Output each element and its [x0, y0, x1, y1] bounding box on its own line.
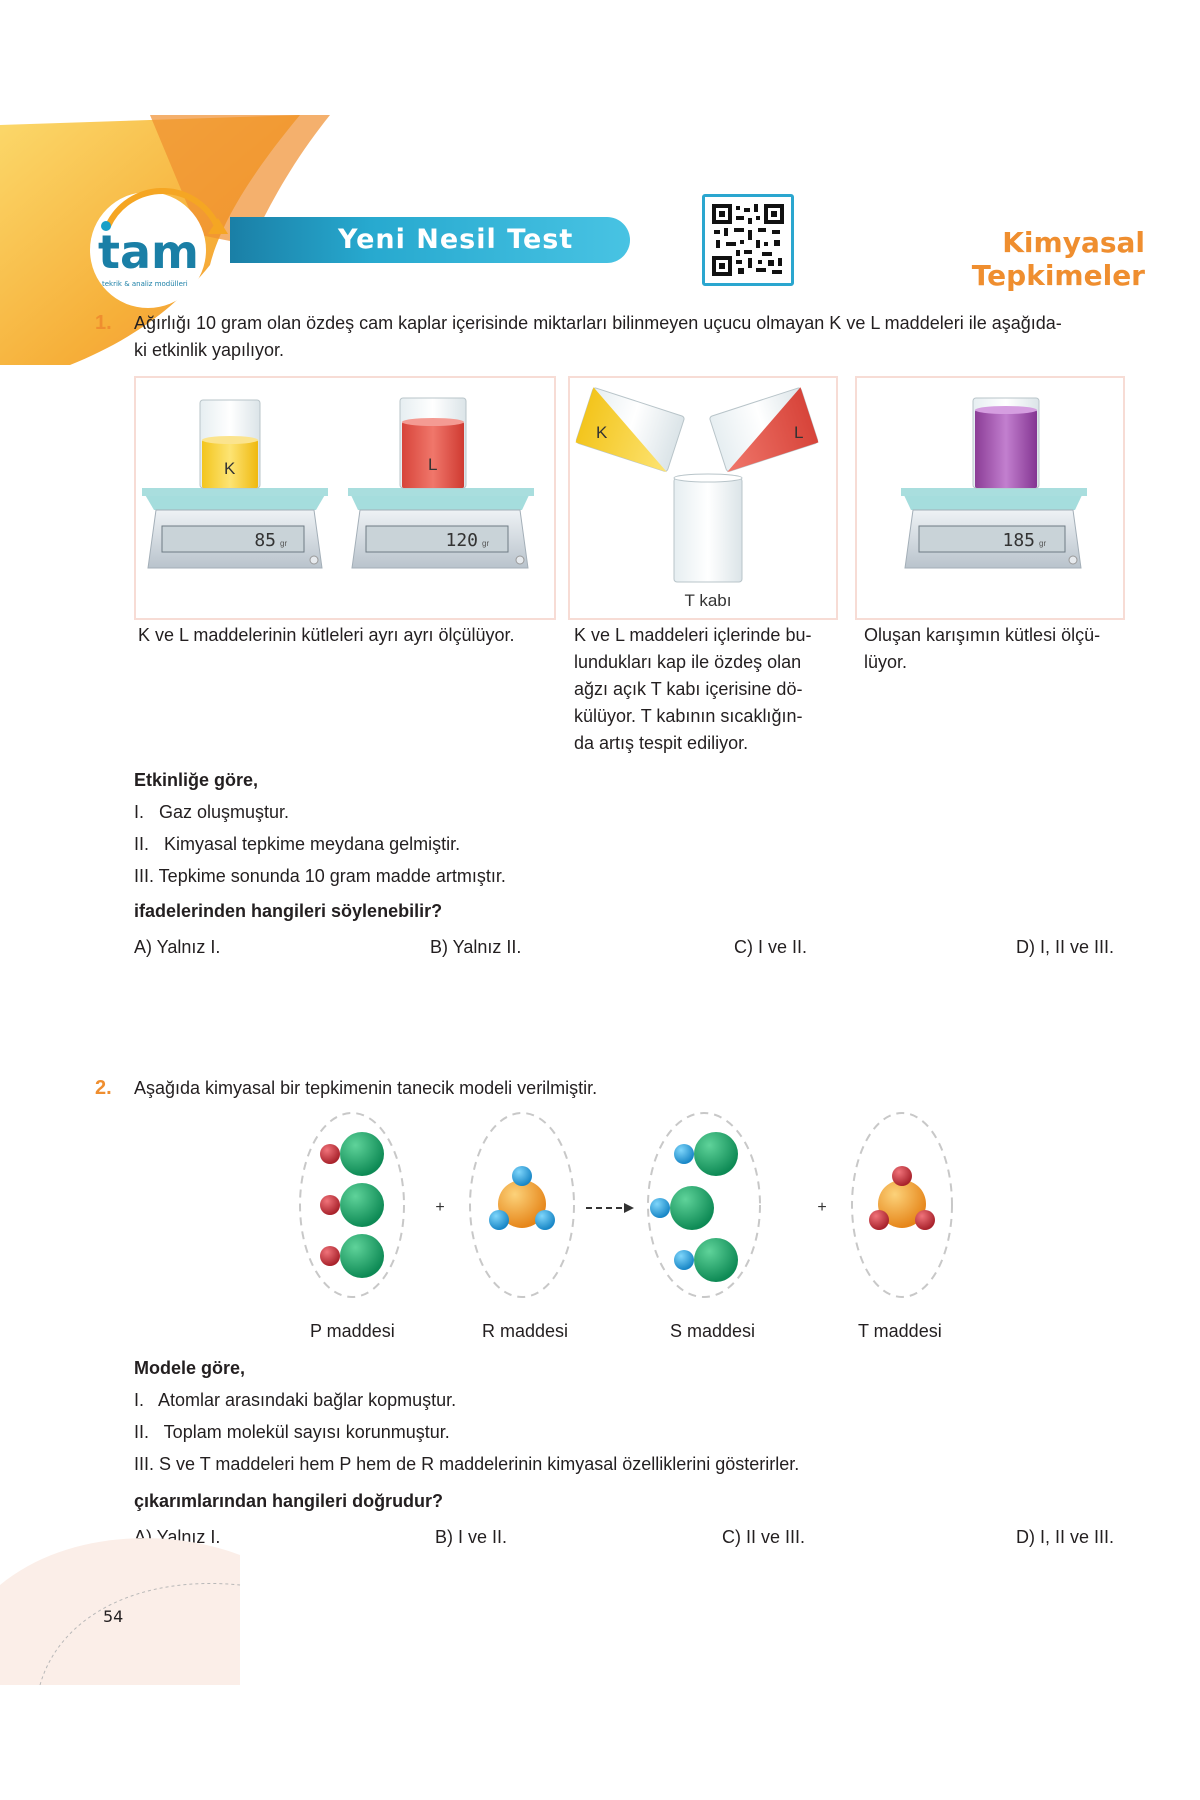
plus-sign-1: + [435, 1199, 444, 1216]
section-banner [230, 217, 630, 263]
activity-panel-3: 185 gr [855, 376, 1125, 620]
question-2-number: 2. [95, 1077, 112, 1099]
caption-line: lüyor. [864, 652, 908, 672]
scale-3-unit: gr [1039, 539, 1046, 548]
q1-option-a[interactable]: A) Yalnız I. [134, 937, 221, 957]
label-t-substance: T maddesi [858, 1321, 942, 1341]
q1-option-b[interactable]: B) Yalnız II. [430, 937, 522, 957]
banner-title: Yeni Nesil Test [338, 224, 574, 255]
panel-3-caption: Oluşan karışımın kütlesi ölçü- lüyor. [864, 622, 1126, 676]
q1-question: ifadelerinden hangileri söylenebilir? [134, 901, 443, 921]
particle-model-diagram: + + [299, 1112, 953, 1298]
q1-intro-line1: Ağırlığı 10 gram olan özdeş cam kaplar i… [134, 313, 1062, 333]
q2-option-c[interactable]: C) II ve III. [722, 1527, 806, 1547]
q2-intro: Aşağıda kimyasal bir tepkimenin tanecik … [134, 1078, 598, 1098]
q1-intro-line2: ki etkinlik yapılıyor. [134, 340, 285, 360]
q2-option-d[interactable]: D) I, II ve III. [1016, 1527, 1115, 1547]
label-k: K [224, 459, 236, 478]
q2-question: çıkarımlarından hangileri doğrudur? [134, 1491, 444, 1511]
q2-statement-2: II. Toplam molekül sayısı korunmuştur. [134, 1422, 450, 1442]
label-k-tilted: K [596, 423, 608, 442]
scales-with-k-l-illustration: 85 gr K 120 gr L [142, 397, 534, 569]
q1-option-d[interactable]: D) I, II ve III. [1016, 937, 1115, 957]
q1-option-c[interactable]: C) I ve II. [734, 937, 808, 957]
q1-lead: Etkinliğe göre, [134, 770, 259, 790]
panel-2-caption: K ve L maddeleri içlerinde bu- lunduklar… [574, 622, 836, 757]
q2-option-b[interactable]: B) I ve II. [435, 1527, 508, 1547]
label-l: L [428, 455, 437, 474]
pouring-illustration: K L T kabı [575, 387, 819, 610]
caption-line: K ve L maddeleri içlerinde bu- [574, 625, 812, 645]
caption-line: külüyor. T kabının sıcaklığın- [574, 706, 803, 726]
label-t-container: T kabı [685, 591, 732, 610]
scale-3-reading: 185 [1002, 530, 1035, 551]
activity-panel-1: 85 gr K 120 gr L [134, 376, 556, 620]
q1-statement-1: I. Gaz oluşmuştur. [134, 802, 290, 822]
activity-panel-2: K L T kabı [568, 376, 838, 620]
plus-sign-2: + [817, 1199, 826, 1216]
label-s-substance: S maddesi [670, 1321, 756, 1341]
scale-2-reading: 120 [445, 530, 478, 551]
scale-1-reading: 85 [254, 530, 276, 551]
tam-logo: tam tekrik & analiz modülleri [90, 188, 228, 308]
label-l-tilted: L [794, 423, 803, 442]
qr-code-icon [712, 204, 784, 276]
panel-1-caption: K ve L maddelerinin kütleleri ayrı ayrı … [138, 625, 515, 645]
q1-statement-3: III. Tepkime sonunda 10 gram madde artmı… [134, 866, 506, 886]
label-p-substance: P maddesi [310, 1321, 395, 1341]
q2-statement-1: I. Atomlar arasındaki bağlar kopmuştur. [134, 1390, 457, 1410]
question-1-number: 1. [95, 312, 112, 334]
caption-line: lundukları kap ile özdeş olan [574, 652, 802, 672]
scale-1-unit: gr [280, 539, 287, 548]
caption-line: Oluşan karışımın kütlesi ölçü- [864, 625, 1101, 645]
mixture-scale-illustration: 185 gr [901, 397, 1087, 569]
qr-code[interactable] [702, 194, 794, 286]
label-r-substance: R maddesi [482, 1321, 569, 1341]
caption-line: ağzı açık T kabı içerisine dö- [574, 679, 803, 699]
corner-decoration [0, 1538, 241, 1685]
page-number: 54 [103, 1607, 124, 1626]
chapter-title: Kimyasal Tepkimeler [971, 226, 1145, 292]
q2-statement-3: III. S ve T maddeleri hem P hem de R mad… [134, 1454, 800, 1474]
logo-subtitle: tekrik & analiz modülleri [102, 280, 188, 288]
caption-line: da artış tespit ediliyor. [574, 733, 749, 753]
q2-lead: Modele göre, [134, 1358, 246, 1378]
scale-2-unit: gr [482, 539, 489, 548]
reaction-arrow-icon [624, 1203, 634, 1213]
logo-text: tam [98, 225, 199, 279]
q1-statement-2: II. Kimyasal tepkime meydana gelmiştir. [134, 834, 461, 854]
